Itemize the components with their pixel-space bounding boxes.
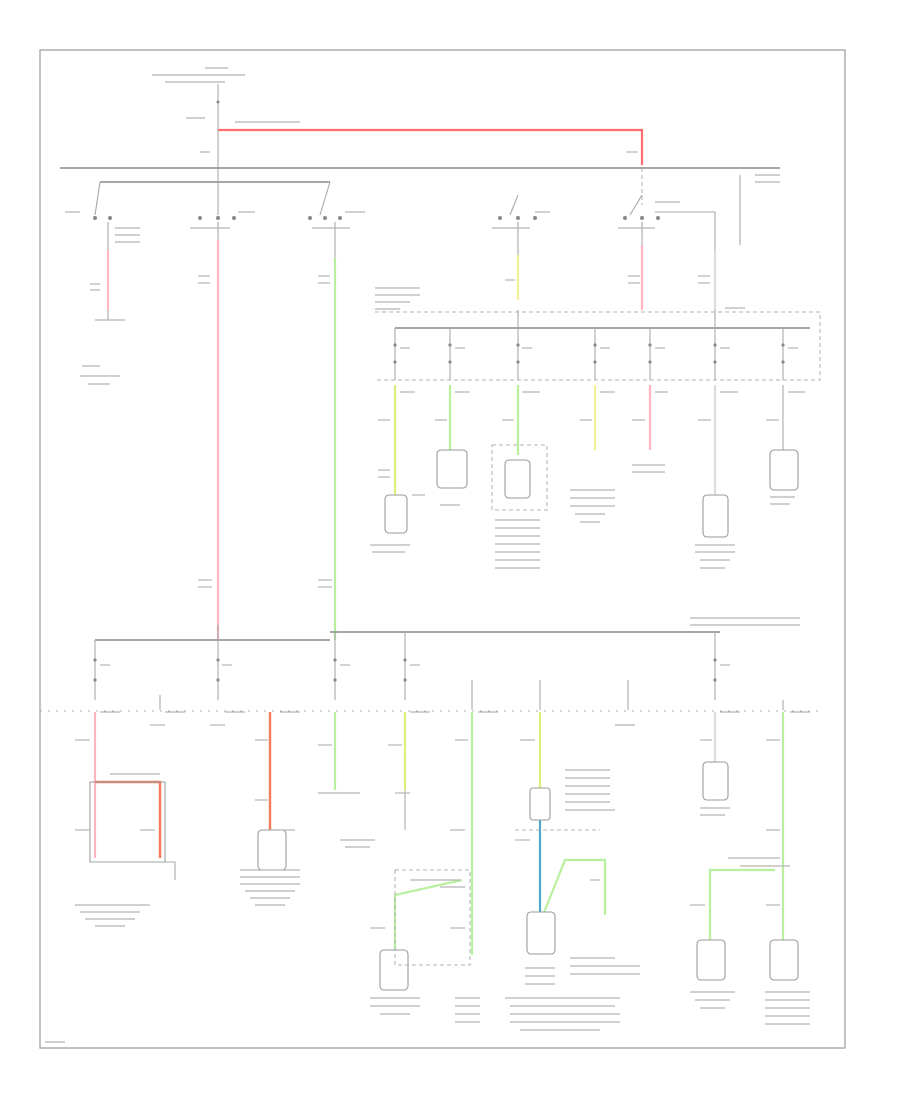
- fuel-pump-module: [526, 911, 556, 955]
- electronic-throttle-control: [257, 829, 287, 871]
- central-junction-box-fuses: [375, 222, 821, 381]
- radio-connector-2: [769, 449, 799, 491]
- instrument-cluster-box: [80, 365, 125, 379]
- upper-loads: [384, 385, 799, 538]
- lower-fuse-row: [93, 632, 717, 700]
- radio-connector: [436, 449, 468, 489]
- switch-contacts: [93, 216, 660, 220]
- powertrain-control-module: [504, 459, 531, 499]
- transmission-output-speed-sensor: [769, 939, 799, 981]
- upper-fuse-row: [393, 328, 785, 380]
- ignition-switch: [60, 167, 780, 250]
- transmission-shift-solenoid: [696, 939, 726, 981]
- instrument-cluster-connector: [384, 494, 408, 534]
- battery-junction-box-fuses: [40, 625, 820, 712]
- transmission-solenoid-outline: [394, 869, 471, 966]
- battery-feed: [216, 84, 644, 170]
- transmission-control-module: [89, 781, 166, 863]
- heated-oxygen-sensor: [702, 494, 729, 538]
- left-circuit: [80, 222, 125, 379]
- label-marks: [45, 67, 810, 1043]
- vehicle-speed-sensor: [702, 761, 729, 801]
- lower-loads: [89, 712, 799, 991]
- transmission-range-sensor: [379, 949, 409, 991]
- fuel-pump-relay: [529, 787, 551, 821]
- diagram-frame: [39, 49, 846, 1049]
- powertrain-control-module-outline: [491, 444, 548, 511]
